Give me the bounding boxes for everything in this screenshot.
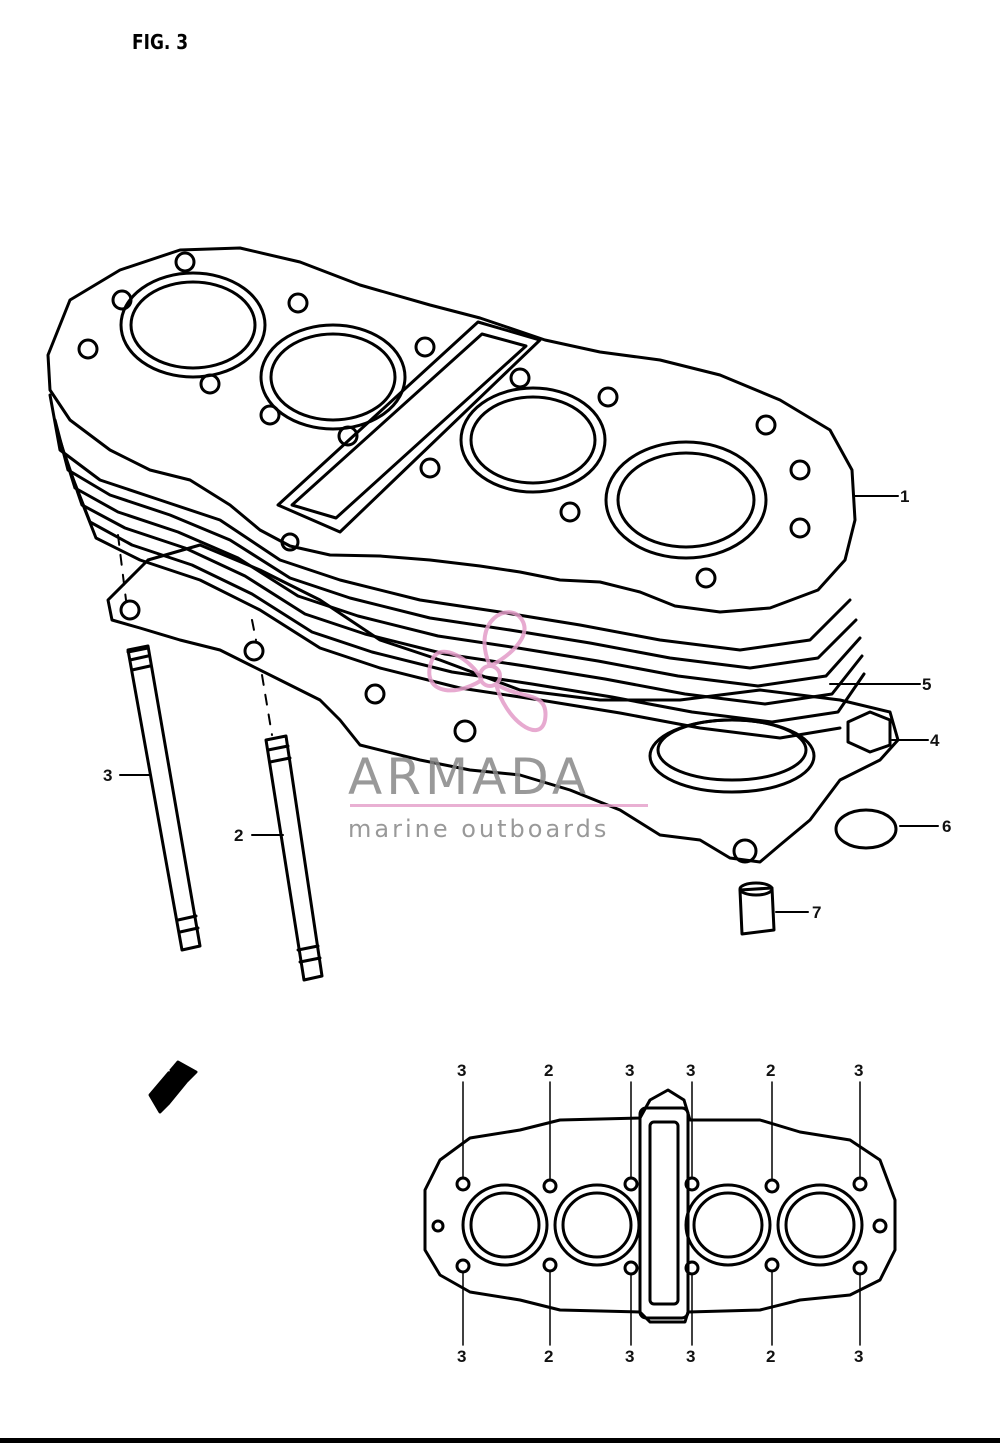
callout-part-5: 5 bbox=[922, 675, 932, 694]
watermark-name: ARMADA bbox=[348, 748, 591, 806]
detail-top-label: 3 bbox=[686, 1061, 696, 1080]
dowel-pin-part-7 bbox=[738, 881, 776, 936]
cylinder-block-part-1 bbox=[46, 246, 866, 740]
o-ring-part-6 bbox=[834, 808, 898, 850]
detail-top-label: 3 bbox=[625, 1061, 635, 1080]
detail-top-label: 3 bbox=[457, 1061, 467, 1080]
watermark-logo bbox=[427, 610, 548, 733]
callout-part-7: 7 bbox=[812, 903, 822, 922]
bottom-border bbox=[0, 1438, 1000, 1443]
detail-top-label: 3 bbox=[854, 1061, 864, 1080]
callout-part-1: 1 bbox=[900, 487, 910, 506]
detail-bottom-label: 3 bbox=[686, 1347, 696, 1366]
watermark-tagline: marine outboards bbox=[348, 815, 610, 843]
base-gasket-part-4 bbox=[106, 543, 900, 864]
detail-bottom-label: 2 bbox=[544, 1347, 554, 1366]
detail-bottom-label: 2 bbox=[766, 1347, 776, 1366]
callout-part-2: 2 bbox=[234, 826, 244, 845]
callout-part-4: 4 bbox=[930, 731, 940, 750]
cylinder-sleeve-part-5 bbox=[648, 718, 816, 794]
detail-top-label: 2 bbox=[766, 1061, 776, 1080]
detail-bottom-label: 3 bbox=[854, 1347, 864, 1366]
forward-arrow bbox=[148, 1060, 198, 1114]
callout-part-3: 3 bbox=[103, 766, 113, 785]
watermark-rule bbox=[350, 804, 648, 807]
stud-bolt-part-2 bbox=[264, 734, 324, 982]
stud-bolt-part-3 bbox=[126, 644, 202, 952]
callout-part-6: 6 bbox=[942, 817, 952, 836]
detail-bottom-label: 3 bbox=[625, 1347, 635, 1366]
detail-top-label: 2 bbox=[544, 1061, 554, 1080]
gasket-layout-detail bbox=[423, 1081, 897, 1346]
figure-label: FIG. 3 bbox=[132, 30, 189, 54]
detail-bottom-label: 3 bbox=[457, 1347, 467, 1366]
